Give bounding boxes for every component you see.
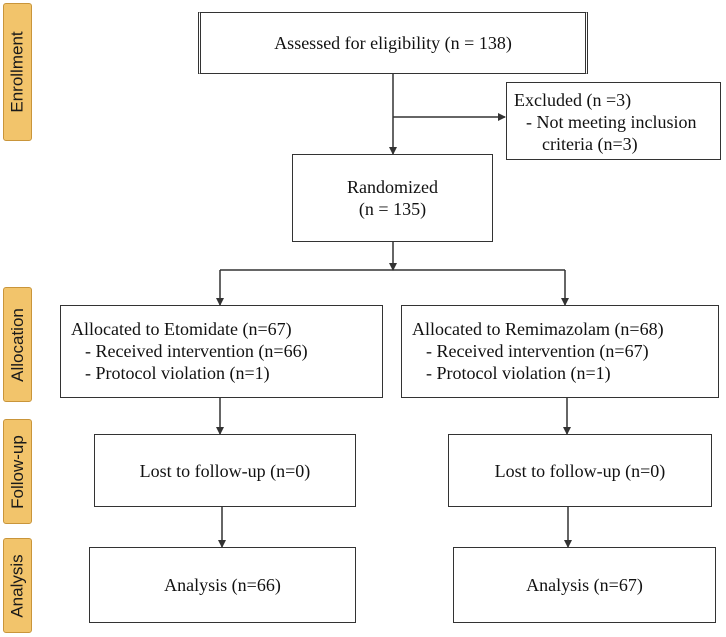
received-etomidate: - Received intervention (n=66): [85, 341, 308, 361]
allocated-remimazolam: Allocated to Remimazolam (n=68): [412, 319, 664, 339]
allocated-etomidate: Allocated to Etomidate (n=67): [71, 319, 292, 339]
followup-box-remimazolam: Lost to follow-up (n=0): [448, 434, 712, 507]
lost-remimazolam: Lost to follow-up (n=0): [494, 460, 666, 481]
received-remimazolam: - Received intervention (n=67): [426, 341, 649, 361]
allocation-box-etomidate: Allocated to Etomidate (n=67) - Received…: [60, 305, 383, 398]
excluded-reason-line1: - Not meeting inclusion: [526, 112, 697, 132]
stage-label-enrollment: Enrollment: [3, 3, 32, 141]
randomized-box: Randomized (n = 135): [292, 154, 493, 242]
violation-etomidate: - Protocol violation (n=1): [85, 363, 270, 383]
allocation-box-remimazolam: Allocated to Remimazolam (n=68) - Receiv…: [401, 305, 719, 398]
violation-remimazolam: - Protocol violation (n=1): [426, 363, 611, 383]
excluded-box: Excluded (n =3) - Not meeting inclusion …: [506, 82, 721, 160]
randomized-title: Randomized: [347, 177, 438, 197]
randomized-count: (n = 135): [358, 199, 427, 219]
stage-label-analysis: Analysis: [3, 538, 32, 633]
assessed-text: Assessed for eligibility (n = 138): [274, 33, 512, 53]
stage-label-followup: Follow-up: [3, 419, 32, 524]
assessed-box: Assessed for eligibility (n = 138): [198, 12, 588, 74]
analysis-box-remimazolam: Analysis (n=67): [453, 547, 716, 623]
stage-label-allocation: Allocation: [3, 287, 32, 402]
lost-etomidate: Lost to follow-up (n=0): [139, 460, 311, 481]
analysis-remimazolam: Analysis (n=67): [526, 575, 643, 595]
followup-box-etomidate: Lost to follow-up (n=0): [94, 434, 356, 507]
excluded-title: Excluded (n =3): [514, 90, 632, 110]
analysis-box-etomidate: Analysis (n=66): [89, 547, 356, 623]
analysis-etomidate: Analysis (n=66): [164, 575, 281, 595]
excluded-reason-line2: criteria (n=3): [542, 134, 638, 154]
